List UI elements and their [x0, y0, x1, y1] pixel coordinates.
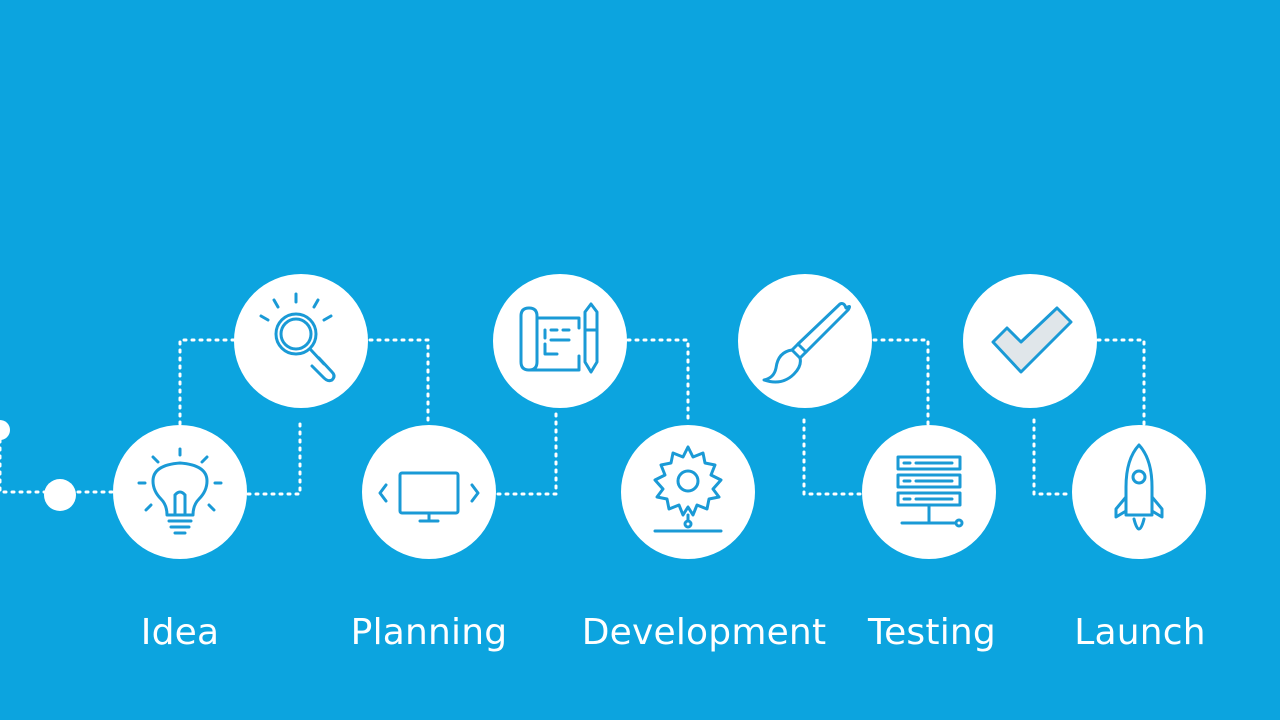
- step-label-development: Development: [581, 612, 827, 653]
- connector-idea-magnifier: [178, 338, 236, 426]
- blueprint-icon: [519, 302, 599, 374]
- start-dot: [44, 479, 76, 511]
- launch-node: [1072, 425, 1206, 559]
- checkmark-icon: [991, 306, 1073, 374]
- connector-planning-blueprint: [496, 406, 558, 496]
- step-label-launch: Launch: [1074, 612, 1206, 653]
- blueprint-node: [493, 274, 627, 408]
- paintbrush-icon: [762, 302, 852, 384]
- lightbulb-icon: [137, 447, 223, 535]
- connector-magnifier-planning: [368, 338, 430, 426]
- step-label-planning: Planning: [350, 612, 508, 653]
- planning-node: [362, 425, 496, 559]
- connector-check-launch-top: [1096, 338, 1146, 426]
- connector-check-launch: [1032, 418, 1074, 496]
- development-node: [621, 425, 755, 559]
- connector-idea-planning: [246, 418, 302, 496]
- connector-brush-testing-top: [872, 338, 930, 426]
- testing-node: [862, 425, 996, 559]
- start-dot-small: [0, 420, 10, 440]
- step-label-idea: Idea: [140, 612, 220, 653]
- magnifier-node: [234, 274, 368, 408]
- checkmark-node: [963, 274, 1097, 408]
- gear-icon: [653, 445, 723, 533]
- step-label-testing: Testing: [868, 612, 996, 653]
- monitor-icon: [378, 471, 480, 523]
- connector-brush-testing: [802, 418, 864, 496]
- paintbrush-node: [738, 274, 872, 408]
- rocket-icon: [1114, 443, 1164, 531]
- magnifier-icon: [259, 292, 336, 383]
- idea-node: [113, 425, 247, 559]
- connector-blueprint-development: [626, 338, 690, 426]
- server-icon: [896, 455, 964, 528]
